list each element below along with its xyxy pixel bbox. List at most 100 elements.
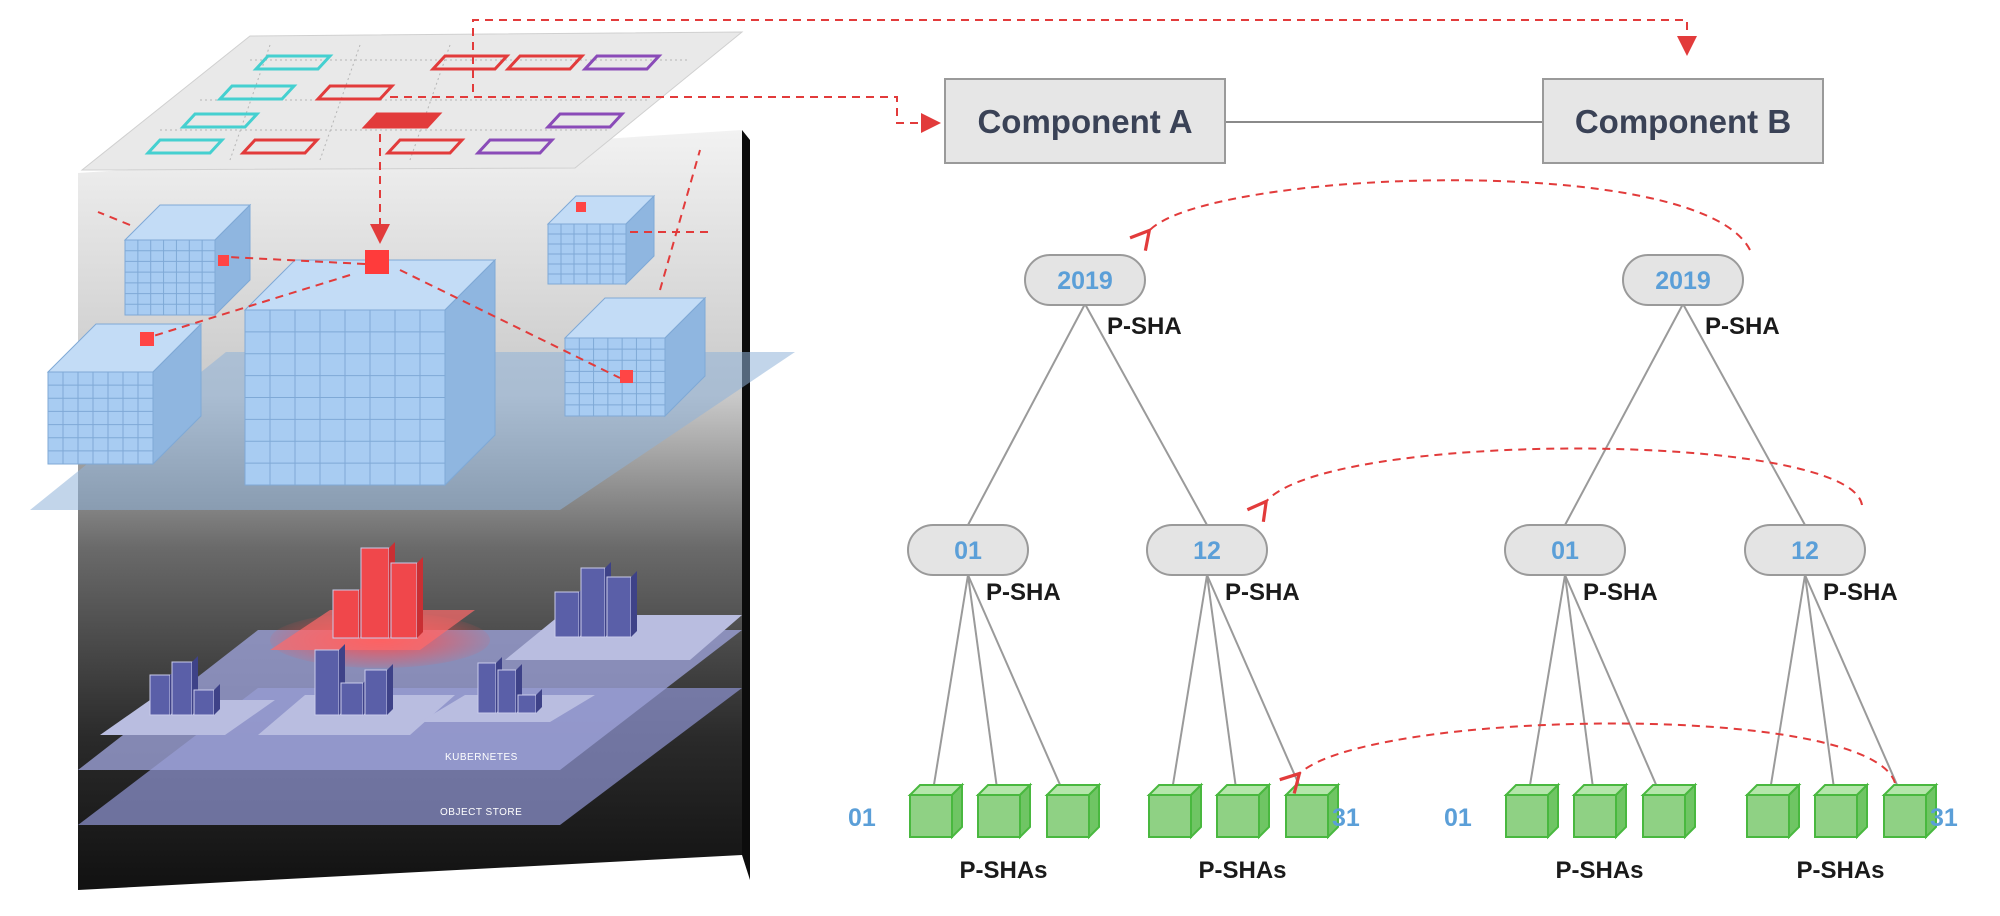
component-b-box: Component B xyxy=(1542,78,1824,164)
month-node-label: 12 xyxy=(1193,537,1221,565)
day-leaf-icon xyxy=(1571,782,1629,840)
day-leaf-icon xyxy=(907,782,965,840)
tree-edge xyxy=(1564,574,1665,804)
tree-edge xyxy=(1206,574,1308,804)
grid-cell xyxy=(252,54,334,71)
bar-chart-icon xyxy=(497,669,517,714)
bar-chart-icon xyxy=(554,591,580,638)
grid-cell xyxy=(504,54,586,71)
month-node xyxy=(907,524,1029,576)
bar-chart-icon xyxy=(149,674,171,716)
top-grid-cells xyxy=(144,54,663,155)
arrow-to-component-b xyxy=(472,19,1697,92)
month-node-label: 01 xyxy=(954,537,982,565)
data-cube-icon xyxy=(218,255,229,266)
tree-edge xyxy=(1804,574,1837,804)
bar-chart-icon xyxy=(360,547,390,639)
pshas-label: P-SHAs xyxy=(959,857,1047,884)
psha-label: P-SHA xyxy=(1583,579,1658,606)
bar-chart-icon xyxy=(580,567,606,638)
grid-cell xyxy=(474,138,556,155)
year-node-label: 2019 xyxy=(1057,267,1113,295)
psha-label: P-SHA xyxy=(1107,313,1182,340)
day-leaf-icon xyxy=(1812,782,1870,840)
psha-label: P-SHA xyxy=(1705,313,1780,340)
year-node xyxy=(1024,254,1146,306)
data-cube-icon xyxy=(620,370,633,383)
illus-link-3 xyxy=(149,274,351,338)
leaf-last-label: 31 xyxy=(1930,804,1958,832)
arc-month xyxy=(1265,447,1863,505)
bar-chart-icon xyxy=(606,576,632,638)
tree-edge xyxy=(1767,574,1806,804)
tree-edge xyxy=(1564,303,1684,526)
grid-line xyxy=(319,44,361,161)
grid-cell xyxy=(544,112,626,129)
bar-charts xyxy=(100,542,742,735)
bar-chart-icon xyxy=(364,669,388,716)
psha-label: P-SHA xyxy=(1823,579,1898,606)
arc-root xyxy=(1148,179,1751,250)
tree-edge xyxy=(1682,303,1806,526)
psha-label: P-SHA xyxy=(1225,579,1300,606)
tree-edge xyxy=(1564,574,1596,804)
illus-link-7 xyxy=(659,149,701,291)
bar-chart-icon xyxy=(314,649,340,716)
bar-chart-icon xyxy=(332,589,360,639)
kubernetes-label: KUBERNETES xyxy=(445,752,518,763)
leaf-last-label: 31 xyxy=(1332,804,1360,832)
bar-chart-icon xyxy=(477,662,497,714)
leaf-first-label: 01 xyxy=(1444,804,1472,832)
bar-chart-icon xyxy=(171,661,193,716)
day-leaf-icon xyxy=(1640,782,1698,840)
day-leaf-icon xyxy=(1744,782,1802,840)
month-node xyxy=(1504,524,1626,576)
small-cube-top-right xyxy=(546,194,656,286)
tree-edge xyxy=(1526,574,1566,804)
grid-line xyxy=(229,44,271,161)
month-node-label: 01 xyxy=(1551,537,1579,565)
grid-cell xyxy=(361,112,443,129)
day-leaf-icon xyxy=(1503,782,1561,840)
component-a-label: Component A xyxy=(977,103,1192,140)
tree-edge xyxy=(930,574,969,804)
grid-cell xyxy=(144,138,226,155)
bar-chart-icon xyxy=(193,689,215,716)
year-node-label: 2019 xyxy=(1655,267,1711,295)
prism-right-face xyxy=(742,130,750,880)
day-leaf-icon xyxy=(1214,782,1272,840)
year-node xyxy=(1622,254,1744,306)
large-data-cube xyxy=(243,258,497,487)
tree-edge xyxy=(967,574,1000,804)
day-leaf-icon xyxy=(1881,782,1939,840)
leaf-first-label: 01 xyxy=(848,804,876,832)
day-leaf-icon xyxy=(1146,782,1204,840)
tree-edge xyxy=(967,303,1086,526)
pshas-label: P-SHAs xyxy=(1796,857,1884,884)
tree-edge xyxy=(1206,574,1239,804)
grid-cell xyxy=(239,138,321,155)
small-cube-left xyxy=(46,322,203,466)
illus-link-2 xyxy=(227,256,366,265)
illus-link-5 xyxy=(97,211,131,226)
tree-edge xyxy=(1804,574,1906,804)
month-node xyxy=(1744,524,1866,576)
pshas-label: P-SHAs xyxy=(1198,857,1286,884)
data-cube-icon xyxy=(576,202,586,212)
grid-cell xyxy=(314,84,396,101)
month-node-label: 12 xyxy=(1791,537,1819,565)
grid-cell xyxy=(179,112,261,129)
pshas-label: P-SHAs xyxy=(1555,857,1643,884)
grid-cell xyxy=(216,84,298,101)
bar-chart-icon xyxy=(340,682,364,716)
data-cube-icon xyxy=(365,250,389,274)
component-b-label: Component B xyxy=(1575,103,1791,140)
small-cube-top-left xyxy=(123,203,252,317)
component-a-box: Component A xyxy=(944,78,1226,164)
day-leaf-icon xyxy=(975,782,1033,840)
bar-chart-icon xyxy=(517,694,537,714)
